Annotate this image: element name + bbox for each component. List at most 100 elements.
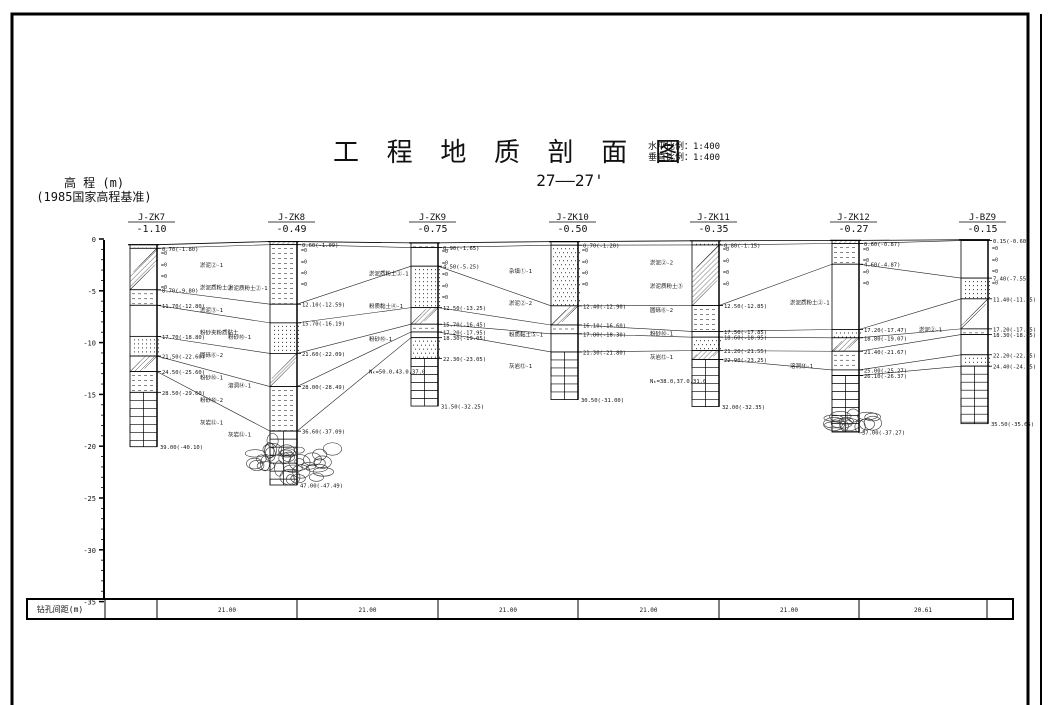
axis-tick-label: -30: [83, 547, 96, 555]
hatch-line: [691, 354, 698, 360]
dot-fill: [710, 344, 711, 346]
stratum-boundary: [858, 298, 962, 330]
layer-depth-label: 7.40(-7.55): [993, 277, 1029, 283]
stratum-block: [831, 369, 860, 376]
dot-fill: [555, 268, 556, 270]
layer-depth-label: 21.40(-21.67): [864, 350, 907, 356]
cavity-outline: [280, 448, 296, 458]
hatch-line: [129, 249, 158, 277]
ground-surface-line: [296, 241, 412, 244]
dot-fill: [977, 361, 978, 363]
spacing-value: 21.00: [780, 607, 798, 614]
stratum-boundary: [718, 243, 833, 246]
dot-fill: [429, 344, 430, 346]
spt-value: =0: [442, 261, 448, 267]
cavity-outline: [864, 412, 881, 422]
horizontal-scale: 水平比例：1:400: [648, 140, 720, 152]
dot-fill: [702, 344, 703, 346]
dot-fill: [981, 297, 982, 299]
dot-fill: [282, 337, 283, 339]
dot-fill: [435, 293, 436, 295]
hatch-line: [691, 250, 720, 278]
dot-fill: [433, 352, 434, 354]
dot-fill: [431, 297, 432, 299]
layer-depth-label: 21.30(-21.80): [583, 350, 626, 356]
dot-fill: [142, 347, 143, 349]
spacing-table-label: 钻孔间距(m): [37, 604, 83, 614]
spt-value: =0: [301, 259, 307, 265]
cavity-outline: [312, 448, 328, 461]
elevation-axis: 0-5-10-15-20-25-30-35: [83, 236, 105, 607]
dot-fill: [836, 332, 837, 334]
spacing-value: 20.61: [914, 607, 932, 614]
dot-fill: [421, 352, 422, 354]
dot-fill: [567, 268, 568, 270]
dot-fill: [565, 264, 566, 266]
dot-fill: [571, 276, 572, 278]
dot-fill: [425, 352, 426, 354]
dot-fill: [854, 336, 855, 338]
dot-fill: [973, 361, 974, 363]
layer-depth-label: 18.30(-19.05): [443, 336, 486, 342]
dot-fill: [965, 285, 966, 287]
dot-fill: [427, 285, 428, 287]
dot-fill: [565, 296, 566, 298]
dot-fill: [290, 341, 291, 343]
dot-fill: [856, 332, 857, 334]
hatch-line: [698, 350, 708, 360]
soil-label: 粉砂夹粉质黏土: [200, 328, 239, 336]
hatch-line: [713, 350, 720, 357]
dot-fill: [985, 285, 986, 287]
dot-fill: [981, 361, 982, 363]
dot-fill: [557, 288, 558, 290]
soil-label: 圆砾⑥-2: [200, 351, 223, 359]
axis-tick-label: 0: [92, 236, 96, 244]
dot-fill: [439, 297, 440, 299]
soil-label: Nₖ=38.0,37.0,31.0: [650, 379, 706, 385]
dot-fill: [973, 293, 974, 295]
dot-fill: [150, 339, 151, 341]
dot-fill: [427, 289, 428, 291]
dot-fill: [423, 348, 424, 350]
spt-value: =0: [863, 281, 869, 287]
hatch-line: [693, 350, 703, 360]
dot-fill: [706, 344, 707, 346]
dot-fill: [274, 333, 275, 335]
spt-value: =0: [582, 248, 588, 254]
dot-fill: [423, 340, 424, 342]
dot-fill: [969, 297, 970, 299]
dot-fill: [981, 281, 982, 283]
dot-fill: [431, 348, 432, 350]
dot-fill: [579, 268, 580, 270]
dot-fill: [555, 292, 556, 294]
stratum-block: [129, 335, 158, 357]
dot-fill: [561, 296, 562, 298]
stratum-block: [960, 298, 989, 330]
ground-surface-line: [156, 241, 271, 246]
soil-label: 淤泥②-2: [650, 258, 673, 266]
dot-fill: [435, 340, 436, 342]
dot-fill: [969, 357, 970, 359]
dot-fill: [415, 273, 416, 275]
dot-fill: [431, 289, 432, 291]
dot-fill: [846, 336, 847, 338]
dot-fill: [423, 285, 424, 287]
dot-fill: [969, 285, 970, 287]
dot-fill: [439, 293, 440, 295]
dot-fill: [571, 292, 572, 294]
dot-fill: [419, 285, 420, 287]
hatch-line: [691, 275, 720, 303]
hatch-line: [269, 361, 296, 387]
dot-fill: [415, 285, 416, 287]
hatch-line: [419, 307, 437, 325]
dot-fill: [561, 272, 562, 274]
stratum-boundary: [858, 328, 962, 339]
stratum-boundary: [156, 244, 271, 249]
dot-fill: [852, 332, 853, 334]
dot-fill: [435, 301, 436, 303]
dot-fill: [294, 337, 295, 339]
layer-depth-label: 17.70(-18.80): [162, 335, 205, 341]
dot-fill: [573, 296, 574, 298]
dot-fill: [134, 343, 135, 345]
soil-label: 灰岩⑫-1: [509, 362, 532, 370]
